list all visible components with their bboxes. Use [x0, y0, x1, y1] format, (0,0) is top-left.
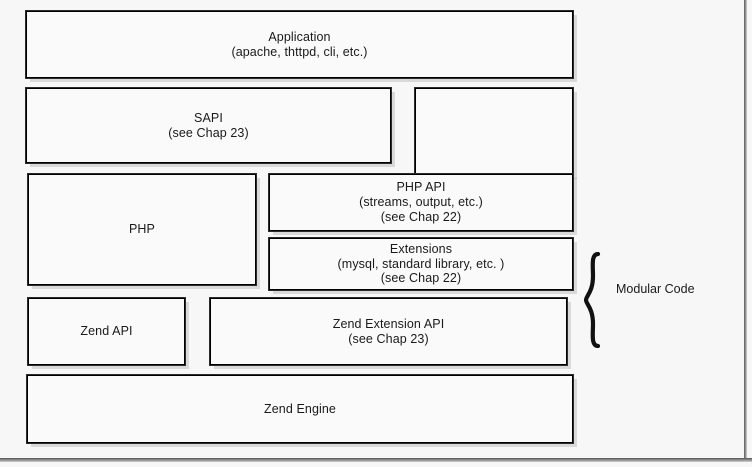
page-bottom-border — [0, 458, 752, 462]
zend-extension-api-box-label: Zend Extension API(see Chap 23) — [329, 317, 449, 347]
php-box-line: PHP — [128, 222, 155, 237]
php-box: PHP — [27, 173, 257, 286]
application-box: Application(apache, thttpd, cli, etc.) — [25, 10, 574, 79]
php-api-box-line: PHP API — [396, 180, 446, 195]
extensions-box-line: (mysql, standard library, etc. ) — [337, 256, 505, 271]
zend-api-box: Zend API — [27, 297, 186, 366]
php-api-box: PHP API(streams, output, etc.)(see Chap … — [268, 173, 574, 232]
extensions-box-line: Extensions — [389, 241, 453, 256]
application-box-label: Application(apache, thttpd, cli, etc.) — [227, 30, 371, 60]
zend-engine-box-label: Zend Engine — [260, 402, 340, 417]
zend-api-box-line: Zend API — [80, 324, 133, 339]
sapi-box-line: (see Chap 23) — [168, 125, 249, 140]
zend-engine-box: Zend Engine — [26, 374, 574, 444]
zend-engine-box-line: Zend Engine — [264, 401, 336, 416]
zend-extension-api-box: Zend Extension API(see Chap 23) — [209, 297, 568, 366]
php-api-box-line: (streams, output, etc.) — [359, 195, 483, 210]
zend-api-box-label: Zend API — [76, 324, 136, 339]
sapi-box-label: SAPI(see Chap 23) — [164, 111, 253, 141]
extensions-box-line: (see Chap 22) — [380, 271, 462, 286]
php-api-box-label: PHP API(streams, output, etc.)(see Chap … — [355, 180, 487, 224]
page-right-border — [744, 0, 747, 458]
application-box-line: Application — [268, 29, 331, 44]
extensions-box: Extensions(mysql, standard library, etc.… — [268, 237, 574, 291]
extensions-box-label: Extensions(mysql, standard library, etc.… — [334, 242, 509, 286]
empty-box — [414, 87, 574, 176]
modular-code-label: Modular Code — [616, 282, 695, 296]
php-api-box-line: (see Chap 22) — [380, 209, 462, 224]
sapi-box-line: SAPI — [194, 110, 223, 125]
curly-brace-icon — [584, 252, 604, 348]
application-box-line: (apache, thttpd, cli, etc.) — [231, 44, 368, 59]
zend-extension-api-box-line: Zend Extension API — [332, 316, 445, 331]
zend-extension-api-box-line: (see Chap 23) — [348, 331, 429, 346]
sapi-box: SAPI(see Chap 23) — [25, 87, 392, 164]
php-box-label: PHP — [125, 222, 159, 237]
